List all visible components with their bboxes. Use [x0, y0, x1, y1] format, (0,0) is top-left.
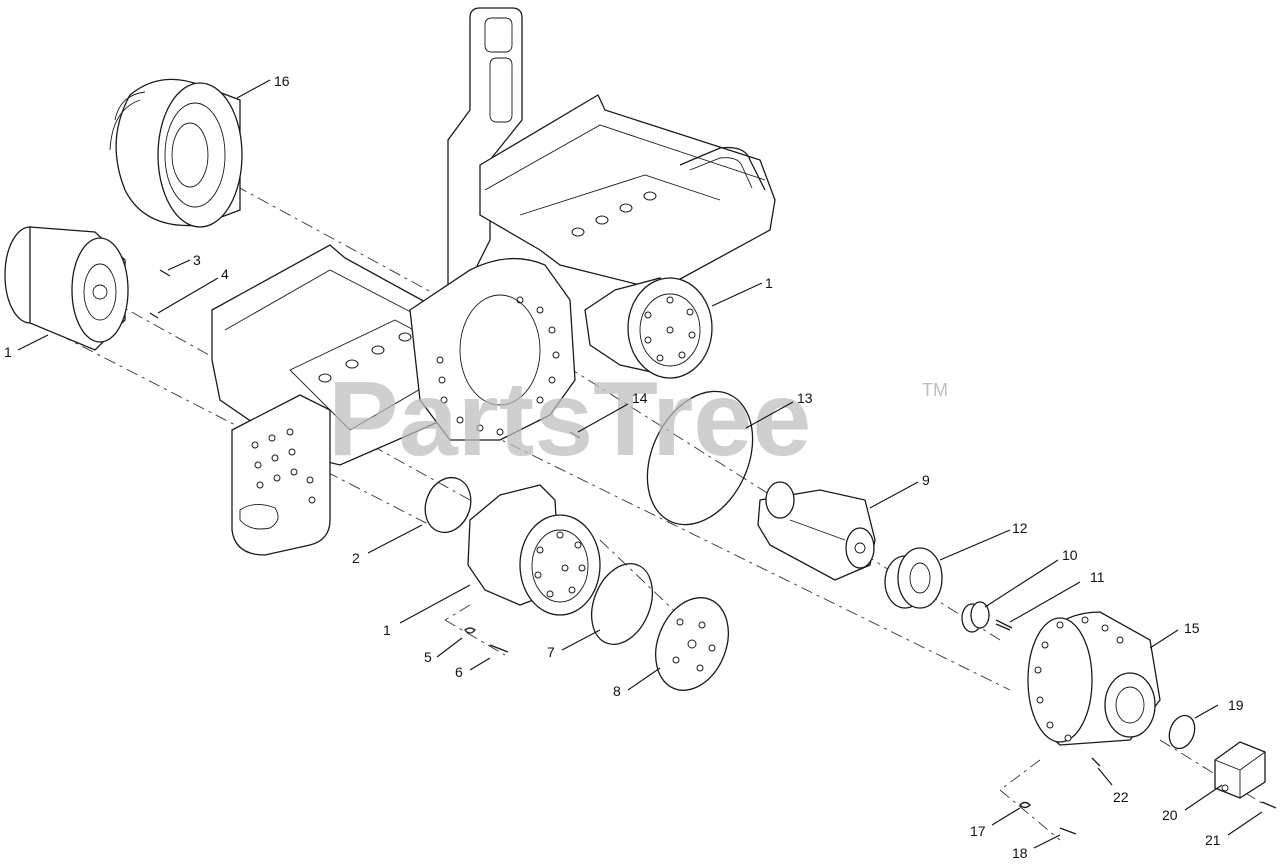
- frame-hole-pattern: [251, 296, 560, 504]
- callout-labels: 16 3 4 1 1 14 13 9 2 12 10 11 15 1 5 6 7…: [4, 73, 1244, 861]
- callout-10: 10: [1062, 547, 1078, 563]
- o-ring-large: [590, 563, 654, 645]
- callout-13: 13: [797, 390, 813, 406]
- bearing: [884, 547, 943, 609]
- watermark-text: PartsTree: [328, 360, 811, 478]
- left-side-plate: [231, 394, 331, 556]
- drive-motor-center: [467, 484, 601, 616]
- lifting-tower: [447, 7, 523, 302]
- pin-3: [159, 269, 171, 277]
- washer-5: [464, 627, 476, 634]
- callout-1-center: 1: [383, 622, 391, 638]
- callout-9: 9: [922, 472, 930, 488]
- callout-12: 12: [1012, 520, 1028, 536]
- bolt-18: [1059, 827, 1077, 835]
- callout-8: 8: [613, 683, 621, 699]
- tower-slot-lower: [489, 57, 513, 123]
- callout-5: 5: [424, 649, 432, 665]
- callout-1-left: 1: [4, 344, 12, 360]
- callout-18: 18: [1012, 845, 1028, 861]
- o-ring-small: [424, 476, 472, 534]
- callout-7: 7: [547, 644, 555, 660]
- callout-17: 17: [970, 823, 986, 839]
- drive-motor-right-rear: [584, 277, 713, 379]
- callout-11: 11: [1090, 569, 1105, 585]
- bolt-small: [995, 619, 1013, 631]
- coupler: [961, 601, 990, 633]
- leader-lines: [17, 79, 1263, 849]
- seal-ring: [1168, 714, 1196, 750]
- hydraulic-motor: [757, 481, 876, 581]
- fitting-22: [1091, 757, 1101, 767]
- callout-20: 20: [1162, 807, 1178, 823]
- callout-15: 15: [1184, 620, 1200, 636]
- callout-1-rear: 1: [765, 275, 773, 291]
- rear-handle-bar: [679, 146, 766, 191]
- cover-plate: [655, 597, 729, 691]
- frame-assembly: [211, 7, 776, 556]
- callout-6: 6: [455, 664, 463, 680]
- small-hardware: [149, 269, 1277, 835]
- callout-4: 4: [221, 266, 229, 282]
- dowel-pin: [569, 431, 581, 439]
- callout-22: 22: [1113, 789, 1129, 805]
- bolt-6: [489, 644, 509, 653]
- drive-housing-rear-left: [109, 78, 243, 228]
- pin-4: [149, 312, 159, 319]
- center-bulkhead: [409, 257, 576, 441]
- callout-19: 19: [1228, 697, 1244, 713]
- callout-14: 14: [632, 390, 648, 406]
- platform-bolt-rows: [318, 191, 657, 383]
- callout-16: 16: [274, 73, 290, 89]
- callout-3: 3: [193, 252, 201, 268]
- large-seal: [646, 390, 754, 526]
- callout-2: 2: [352, 550, 360, 566]
- drive-motor-left: [4, 226, 129, 351]
- callout-21: 21: [1205, 832, 1221, 848]
- bolt-21: [1261, 801, 1277, 809]
- tower-slot-upper: [484, 17, 513, 53]
- watermark-trademark: TM: [922, 380, 948, 400]
- end-cover-block: [1214, 741, 1266, 799]
- rear-platform: [479, 94, 776, 291]
- washer-17: [1019, 801, 1031, 809]
- gearbox-housing: [1027, 611, 1161, 746]
